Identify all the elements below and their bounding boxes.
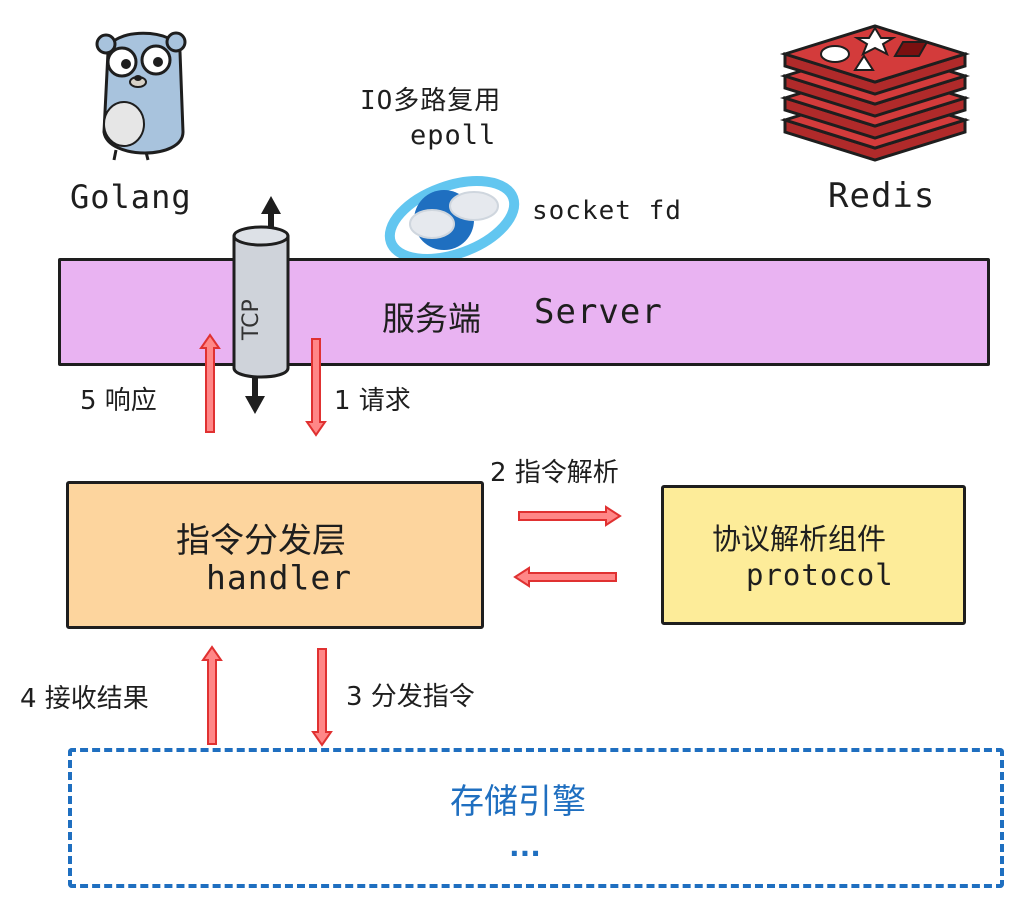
storage-ellipsis: ... [509,830,541,863]
receive-result-arrow [201,645,223,745]
redis-stack-icon [779,24,971,162]
protocol-title: 协议解析组件 [712,522,887,556]
step1-label: 1 请求 [334,386,411,416]
step2-label: 2 指令解析 [490,458,619,488]
storage-title: 存储引擎 [450,782,586,822]
tcp-label: TCP [239,299,264,340]
ring-cloud-icon [384,176,520,264]
handler-box [66,481,484,629]
cylinder-icon [232,225,290,379]
socket-fd-label: socket fd [532,196,682,226]
request-arrow [305,338,327,437]
step3-label: 3 分发指令 [346,682,475,712]
storage-engine-box [68,748,1004,888]
dispatch-arrow [311,648,333,747]
golang-label: Golang [70,178,192,216]
epoll-label: epoll [410,120,497,151]
redis-label: Redis [828,176,936,216]
server-title: 服务端 [382,299,481,338]
protocol-box [661,485,966,625]
handler-title-en: handler [206,558,353,597]
parse-request-arrow [518,505,622,527]
parse-result-arrow [513,566,617,588]
protocol-title-en: protocol [746,558,894,592]
server-title-en: Server [534,292,663,332]
handler-title: 指令分发层 [176,521,346,561]
io-multiplex-label: IO多路复用 [360,86,502,116]
response-arrow [199,333,221,433]
step5-label: 5 响应 [80,386,157,416]
gopher-icon [95,31,187,161]
server-box [58,258,990,366]
step4-label: 4 接收结果 [20,684,149,714]
tcp-arrows [245,196,281,414]
